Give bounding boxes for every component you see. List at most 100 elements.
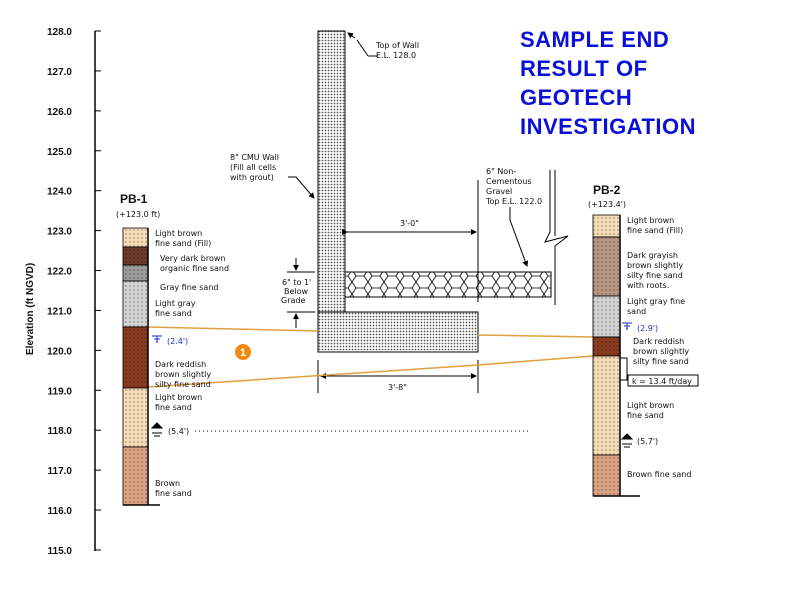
axis-label: Elevation (ft NGVD)	[25, 263, 36, 355]
gravel-label: Top E.L. 122.0	[485, 197, 542, 206]
leader-arrow	[288, 176, 315, 199]
cmu-wall-label: with grout)	[230, 173, 274, 182]
soil-texture	[593, 337, 620, 356]
title-line: INVESTIGATION	[520, 114, 696, 139]
grade-label: Below	[284, 287, 309, 296]
axis-tick-label: 118.0	[48, 426, 73, 437]
water-level-value: (5.4')	[168, 427, 189, 436]
dimension-top-label: 3'-0"	[400, 219, 419, 228]
soil-layer-label: fine sand	[155, 489, 192, 498]
marker-number: 1	[240, 347, 246, 359]
soil-layer-label: Brown fine sand	[627, 470, 691, 479]
axis-tick-label: 116.0	[48, 506, 73, 517]
axis-tick-label: 122.0	[47, 267, 72, 278]
boring-elevation: (+123.4')	[588, 200, 626, 209]
water-level-pb1-1: (2.4')	[152, 335, 188, 346]
soil-texture	[593, 455, 620, 496]
water-level-value: (2.4')	[167, 337, 188, 346]
soil-layer-label: Light gray fine	[627, 297, 685, 306]
soil-layer-label: Brown	[155, 479, 180, 488]
water-level-icon	[152, 335, 162, 343]
axis-tick-label: 125.0	[47, 147, 72, 158]
elevation-axis: Elevation (ft NGVD) 128.0 127.0 126.0 125.0…	[25, 27, 101, 557]
water-level-icon	[620, 433, 634, 448]
top-of-wall-label: E.L. 128.0	[376, 51, 416, 60]
water-level-icon	[150, 422, 164, 437]
soil-layer-label: fine sand	[627, 411, 664, 420]
footing	[317, 311, 479, 353]
soil-texture	[123, 447, 148, 505]
soil-layer-label: brown slightly	[155, 370, 211, 379]
axis-tick-label: 120.0	[47, 346, 72, 357]
soil-texture	[123, 327, 148, 388]
break-line	[544, 170, 569, 305]
soil-texture	[123, 247, 148, 265]
marker-circle	[235, 344, 251, 360]
axis-tick-label: 123.0	[47, 227, 72, 238]
axis-tick-label: 121.0	[47, 306, 72, 317]
water-level-pb2-1: (2.9')	[622, 322, 658, 333]
soil-layer-label: Light brown	[627, 216, 674, 225]
soil-layer-label: fine sand (Fill)	[155, 239, 211, 248]
title-line: SAMPLE END	[520, 27, 669, 52]
soil-texture	[123, 388, 148, 447]
cmu-wall	[317, 30, 346, 313]
axis-tick-label: 115.0	[48, 546, 73, 557]
soil-texture	[593, 237, 620, 296]
axis-tick-label: 124.0	[47, 187, 72, 198]
title-line: GEOTECH	[520, 85, 632, 110]
soil-layer-label: Light gray	[155, 299, 196, 308]
layer-boundary-line	[147, 355, 594, 388]
arrow-icon	[347, 32, 356, 39]
diagram-title: SAMPLE END RESULT OF GEOTECH INVESTIGATI…	[520, 27, 696, 139]
soil-layer-label: organic fine sand	[160, 264, 229, 273]
water-level-pb1-2: (5.4')	[150, 422, 530, 437]
gravel-label: Gravel	[486, 187, 512, 196]
soil-layer-label: brown slightly	[633, 347, 689, 356]
cmu-wall-label: (Fill all cells	[230, 163, 276, 172]
soil-layer-label: Dark reddish	[633, 337, 684, 346]
axis-tick-label: 128.0	[47, 27, 72, 38]
gravel-layer	[344, 271, 552, 298]
soil-layer-label: silty fine sand	[633, 357, 689, 366]
soil-texture	[123, 281, 148, 327]
grade-label: Grade	[281, 296, 305, 305]
water-level-value: (5.7')	[637, 437, 658, 446]
dimension-footing-label: 3'-8"	[388, 383, 407, 392]
soil-texture	[123, 228, 148, 247]
cmu-wall-label: 8" CMU Wall	[230, 153, 279, 162]
soil-layer-label: silty fine sand	[155, 380, 211, 389]
soil-layer-label: silty fine sand	[627, 271, 683, 280]
k-value-box	[627, 374, 699, 387]
leader-line	[356, 39, 378, 57]
soil-layer-label: Dark grayish	[627, 251, 678, 260]
gravel-label: 6" Non-	[486, 167, 516, 176]
water-level-pb2-2: (5.7')	[620, 433, 658, 448]
k-bracket	[620, 357, 628, 381]
soil-layer-label: sand	[627, 307, 646, 316]
water-level-icon	[622, 322, 632, 330]
gravel-label: Cementous	[486, 177, 532, 186]
soil-layer-label: Very dark brown	[160, 254, 225, 263]
axis-tick-label: 117.0	[48, 466, 73, 477]
top-of-wall-label: Top of Wall	[375, 41, 419, 50]
water-level-value: (2.9')	[637, 324, 658, 333]
axis-tick-label: 127.0	[47, 67, 72, 78]
soil-layer-label: fine sand	[155, 309, 192, 318]
soil-texture	[593, 215, 620, 237]
boring-name: PB-1	[120, 192, 148, 206]
soil-layer-label: Light brown	[627, 401, 674, 410]
layer-boundary-line	[477, 334, 594, 338]
k-value: k = 13.4 ft/day	[632, 377, 692, 386]
boring-name: PB-2	[593, 183, 621, 197]
soil-layer-label: Light brown	[155, 393, 202, 402]
axis-tick-label: 119.0	[48, 386, 73, 397]
soil-layer-label: brown slightly	[627, 261, 683, 270]
soil-texture	[123, 265, 148, 281]
grade-label: 6" to 1'	[282, 278, 311, 287]
axis-tick-label: 126.0	[47, 107, 72, 118]
soil-layer-label: fine sand	[155, 403, 192, 412]
